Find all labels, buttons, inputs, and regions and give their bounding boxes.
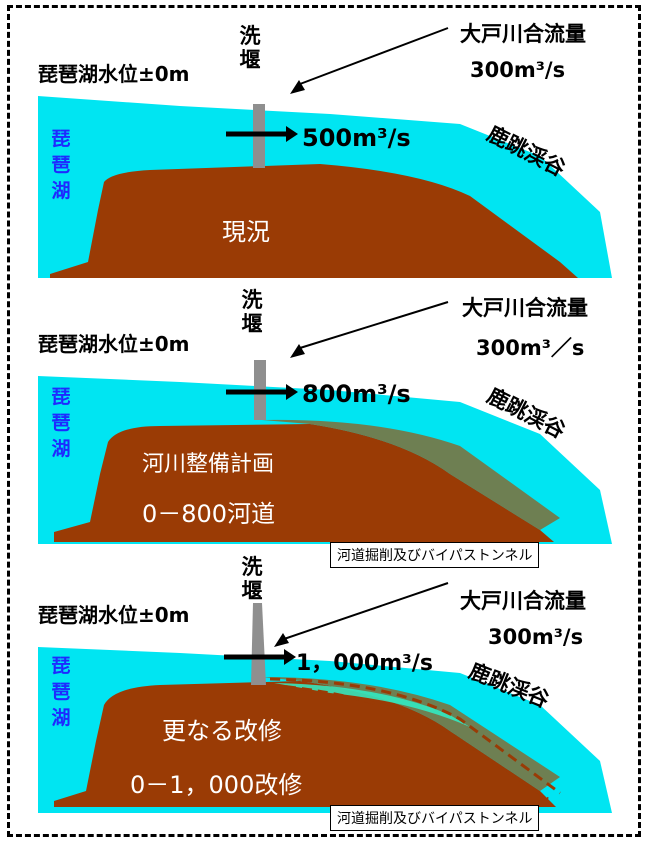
panel-3-cross-section <box>38 582 612 813</box>
caption-secondary: 0－1，000改修 <box>130 771 303 799</box>
confluence-pointer-head <box>274 633 289 647</box>
lake-level-label: 琵琶湖水位±0m <box>38 332 190 356</box>
confluence-pointer-head <box>290 344 305 358</box>
note-box: 河道掘削及びバイパストンネル <box>330 542 540 568</box>
excavation-area <box>262 677 560 791</box>
caption-primary: 更なる改修 <box>162 717 282 745</box>
lake-label: 琵琶湖 <box>51 655 71 729</box>
confluence-title: 大戸川合流量 <box>462 296 588 320</box>
improvement-line-1 <box>269 677 561 795</box>
panel-current: 琵琶湖水位±0m 洗堰 大戸川合流量 300m³/s 500m³/s 鹿跳渓谷 … <box>0 0 651 278</box>
flow-arrow-head <box>286 126 298 142</box>
riverbed-land <box>54 681 556 807</box>
flow-arrow-head <box>284 649 296 665</box>
flow-arrow-head <box>286 384 298 400</box>
confluence-title: 大戸川合流量 <box>460 589 586 613</box>
weir-structure <box>251 603 266 685</box>
confluence-value: 300m³/s <box>470 58 566 82</box>
dashed-border <box>7 5 641 837</box>
note-box: 河道掘削及びバイパストンネル <box>330 805 540 831</box>
confluence-value: 300m³/s <box>488 625 584 649</box>
flow-value: 500m³/s <box>302 124 411 152</box>
confluence-pointer <box>299 301 449 349</box>
improvement-line-2 <box>269 683 549 801</box>
riverbed-land <box>54 424 554 542</box>
flow-value: 800m³/s <box>302 380 411 408</box>
panel-plan: 琵琶湖水位±0m 洗堰 大戸川合流量 300m³／s 800m³/s 鹿跳渓谷 … <box>0 278 651 568</box>
weir-label: 洗堰 <box>241 288 263 336</box>
confluence-pointer-head <box>290 80 305 94</box>
panel-further-improvement: 琵琶湖水位±0m 洗堰 大戸川合流量 300m³/s 1，000m³/s 鹿跳渓… <box>0 555 651 831</box>
caption-primary: 河川整備計画 <box>142 452 275 477</box>
confluence-pointer <box>283 582 449 640</box>
weir-label: 洗堰 <box>239 24 261 72</box>
caption-secondary: 0－800河道 <box>142 500 276 528</box>
lake-level-label: 琵琶湖水位±0m <box>38 62 190 86</box>
riverbed-land <box>50 164 578 278</box>
confluence-pointer <box>299 27 449 85</box>
panel-2-cross-section <box>38 301 612 544</box>
caption-primary: 現況 <box>222 218 270 246</box>
panel-1-cross-section <box>38 27 612 278</box>
confluence-title: 大戸川合流量 <box>460 22 586 46</box>
flow-value: 1，000m³/s <box>296 651 433 676</box>
lake-level-label: 琵琶湖水位±0m <box>38 603 190 627</box>
confluence-value: 300m³／s <box>476 336 585 360</box>
excavation-area <box>262 419 560 530</box>
lake-label: 琵琶湖 <box>51 386 71 460</box>
weir-label: 洗堰 <box>241 555 263 603</box>
lake-label: 琵琶湖 <box>51 128 71 202</box>
